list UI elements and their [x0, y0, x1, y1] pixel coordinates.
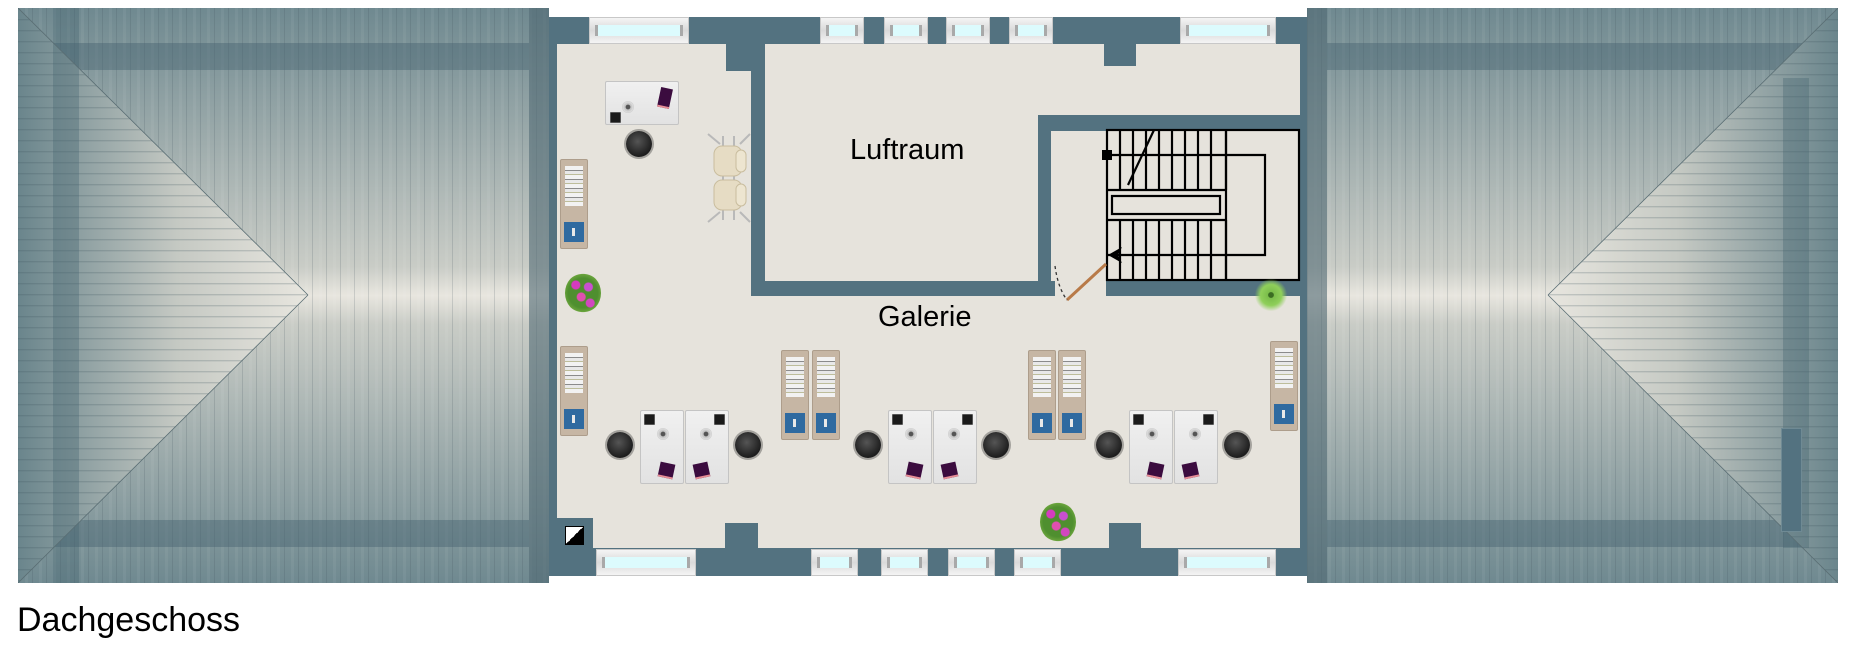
- corner-marker-icon: [565, 526, 584, 545]
- office-chair[interactable]: [735, 432, 761, 458]
- door-swing-arc: [1054, 265, 1068, 301]
- computer-icon: [1133, 414, 1144, 425]
- plant-flower-bottom: [1040, 502, 1076, 542]
- window-top-5: [1009, 17, 1053, 44]
- shelf-right: [1270, 341, 1298, 431]
- office-chair[interactable]: [855, 432, 881, 458]
- drawer-icon: [564, 222, 584, 242]
- room-label-luftraum: Luftraum: [850, 134, 965, 166]
- right-roof-drawing: [1307, 8, 1838, 583]
- desk-lamp-icon: [948, 428, 960, 440]
- desk-top-left[interactable]: [605, 81, 679, 125]
- window-bottom-3: [881, 549, 928, 576]
- desk-lamp-icon: [905, 428, 917, 440]
- desk-group3-right[interactable]: [1174, 410, 1218, 484]
- computer-icon: [714, 414, 725, 425]
- computer-icon: [1203, 414, 1214, 425]
- office-chair[interactable]: [607, 432, 633, 458]
- folder-icon: [692, 461, 711, 480]
- stair-treads-top: [1118, 130, 1228, 190]
- computer-icon: [892, 414, 903, 425]
- desk-group1-right[interactable]: [685, 410, 729, 484]
- desk-lamp-icon: [1146, 428, 1158, 440]
- office-chair[interactable]: [626, 131, 652, 157]
- pillar-top-left: [726, 44, 751, 71]
- window-top-3: [884, 17, 928, 44]
- computer-icon: [962, 414, 973, 425]
- walk-line: [1107, 153, 1267, 257]
- folder-icon: [905, 461, 924, 480]
- left-roof-drawing: [18, 8, 549, 583]
- desk-lamp-icon: [657, 428, 669, 440]
- stair-well: [1110, 194, 1222, 216]
- pillar-bottom-left: [725, 523, 758, 548]
- computer-icon: [610, 112, 621, 123]
- cut-line: [1127, 129, 1155, 186]
- window-top-6: [1180, 17, 1276, 44]
- shelf-group2-a: [1028, 350, 1056, 440]
- stair-direction-arrow: [1108, 247, 1122, 263]
- window-top-1: [589, 17, 689, 44]
- shelf-left-2: [560, 346, 588, 436]
- office-chair[interactable]: [1096, 432, 1122, 458]
- right-roof: [1307, 8, 1838, 583]
- folder-icon: [1146, 461, 1165, 480]
- door-leaf: [1065, 262, 1108, 302]
- luftraum-area: [765, 44, 1038, 281]
- floor-corridor-top: [1038, 44, 1104, 66]
- luftraum-wall-left: [751, 44, 765, 296]
- chimney: [1781, 428, 1802, 532]
- desk-group1-left[interactable]: [640, 410, 684, 484]
- window-bottom-1: [596, 549, 696, 576]
- plant-palm-right: [1252, 277, 1290, 313]
- folder-icon: [940, 461, 959, 480]
- office-chair[interactable]: [1224, 432, 1250, 458]
- books-icon: [565, 166, 583, 206]
- window-bottom-2: [811, 549, 858, 576]
- room-label-galerie: Galerie: [878, 301, 972, 333]
- office-chair[interactable]: [983, 432, 1009, 458]
- computer-icon: [644, 414, 655, 425]
- window-bottom-5: [1014, 549, 1061, 576]
- folder-icon: [657, 461, 676, 480]
- door[interactable]: [1050, 262, 1120, 307]
- lounge-chairs[interactable]: [706, 132, 752, 224]
- stair-outline: [1105, 128, 1301, 282]
- window-top-4: [946, 17, 990, 44]
- folder-icon: [657, 86, 673, 110]
- left-roof: [18, 8, 549, 583]
- floor-right-gap: [1038, 66, 1136, 115]
- shelf-left-1: [560, 159, 588, 249]
- desk-lamp-icon: [622, 101, 634, 113]
- shelf-group1-b: [812, 350, 840, 440]
- stair-treads-bottom: [1118, 220, 1228, 280]
- desk-group2-left[interactable]: [888, 410, 932, 484]
- floor-left-top: [557, 44, 726, 72]
- window-bottom-6: [1178, 549, 1276, 576]
- shelf-group1-a: [781, 350, 809, 440]
- desk-group2-right[interactable]: [933, 410, 977, 484]
- luftraum-wall-bottom: [751, 281, 1055, 296]
- folder-icon: [1181, 461, 1200, 480]
- pillar-bottom-right: [1109, 523, 1141, 548]
- desk-group3-left[interactable]: [1129, 410, 1173, 484]
- staircase[interactable]: [1100, 125, 1305, 285]
- floor-top-right: [1136, 44, 1300, 115]
- stair-start-marker: [1102, 150, 1112, 160]
- plant-flower-left: [565, 273, 601, 313]
- pillar-top-right: [1104, 44, 1136, 66]
- shelf-group2-b: [1058, 350, 1086, 440]
- desk-lamp-icon: [700, 428, 712, 440]
- desk-lamp-icon: [1189, 428, 1201, 440]
- window-top-2: [820, 17, 864, 44]
- floor-caption: Dachgeschoss: [17, 601, 241, 639]
- window-bottom-4: [948, 549, 995, 576]
